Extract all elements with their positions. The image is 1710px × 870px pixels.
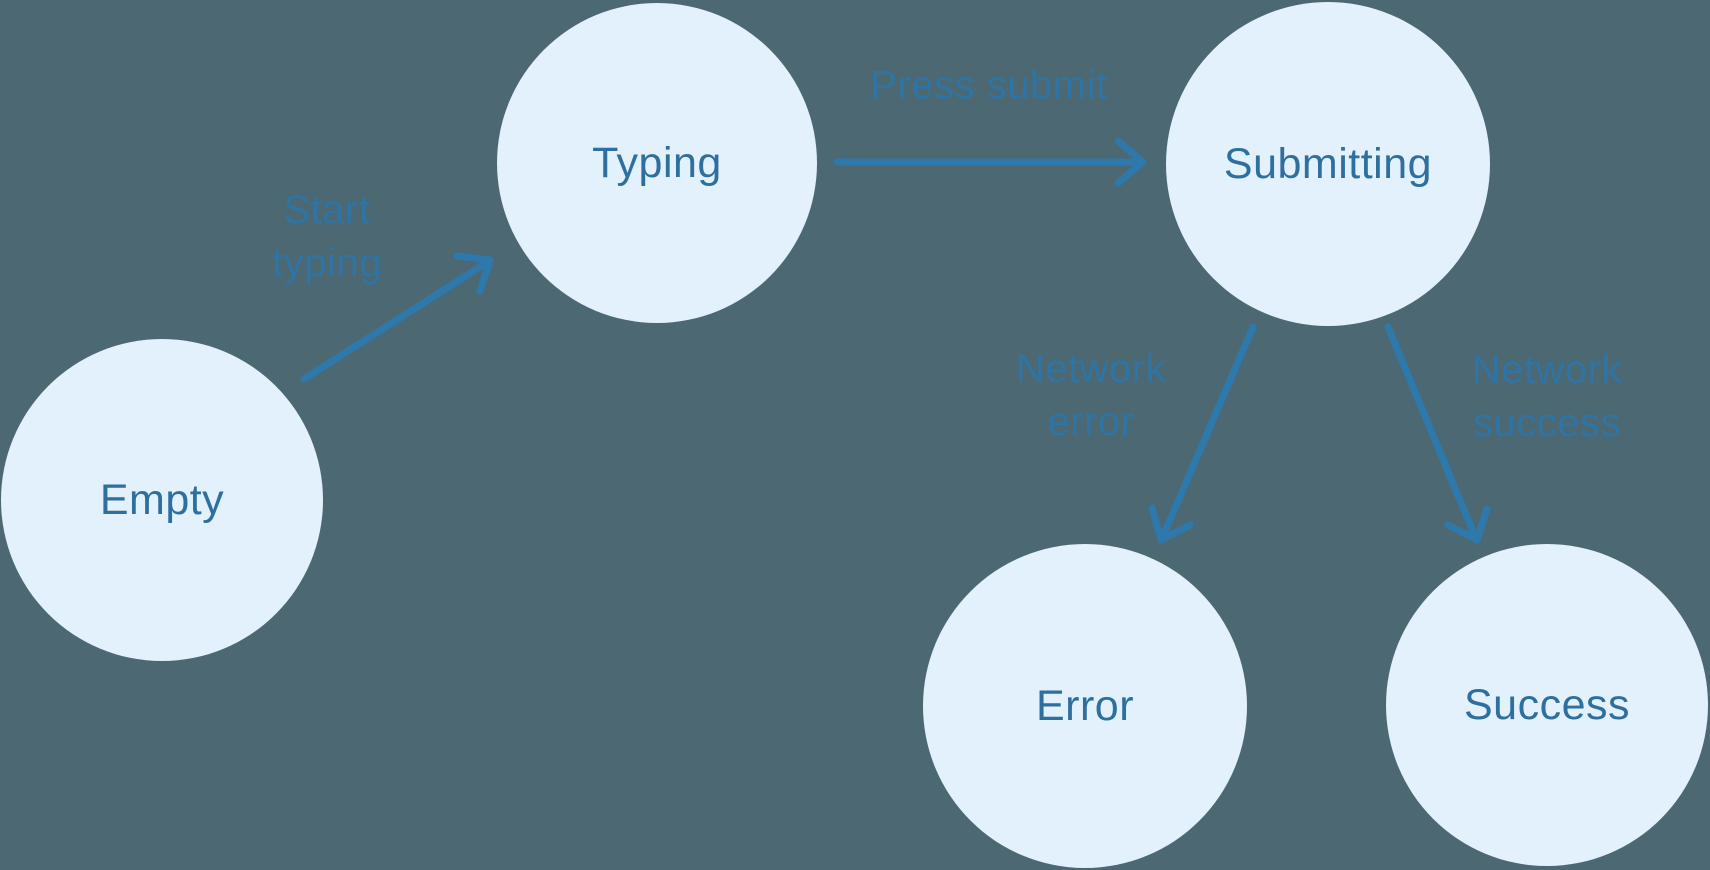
state-node-label: Submitting [1223,139,1433,188]
edge-label-network-error: Network error [1015,347,1167,444]
arrowhead-icon [1114,137,1147,187]
arrowhead-icon [1444,505,1491,544]
state-node-empty: Empty [1,339,323,661]
state-node-success: Success [1386,544,1708,866]
state-node-submitting: Submitting [1166,2,1490,326]
edge-label-network-success: Network success [1471,348,1623,445]
state-node-label: Typing [592,138,722,187]
transition-arrow-typing-submitting [833,137,1147,187]
transition-arrow-empty-typing [300,252,494,383]
transition-arrow-submitting-error [1148,323,1257,544]
state-node-label: Empty [99,475,225,524]
edge-label-press-submit: Press submit [870,63,1108,108]
arrowhead-icon [453,252,494,295]
arrow-shaft [1384,323,1478,538]
transition-arrow-submitting-success [1384,323,1491,544]
arrow-shaft [1159,323,1257,540]
state-node-label: Success [1463,680,1630,729]
arrow-shaft [300,259,490,383]
edge-label-start-typing: Start typing [272,188,382,285]
state-node-label: Error [1035,681,1135,730]
state-node-typing: Typing [497,3,817,323]
state-node-error: Error [923,544,1247,868]
arrowhead-icon [1148,504,1194,544]
